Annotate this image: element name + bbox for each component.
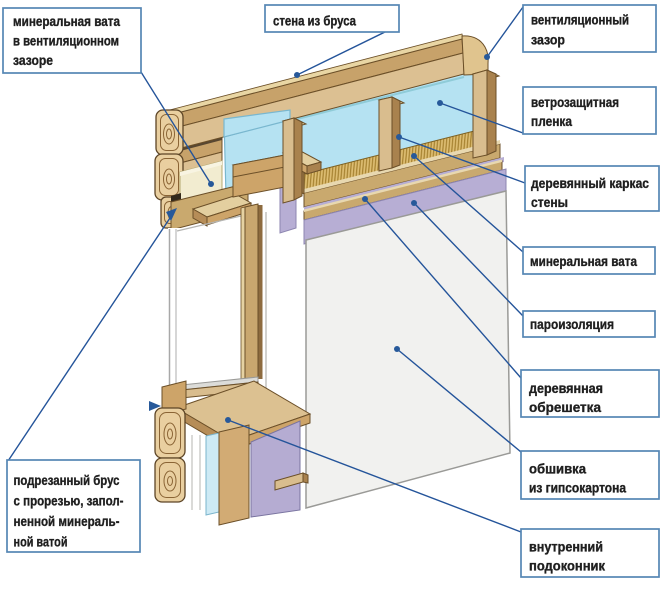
svg-text:подоконник: подоконник [529, 559, 605, 574]
svg-text:пароизоляция: пароизоляция [530, 317, 614, 332]
svg-text:внутренний: внутренний [529, 540, 603, 555]
svg-text:стена из бруса: стена из бруса [273, 14, 356, 29]
svg-text:деревянный каркас: деревянный каркас [531, 176, 649, 191]
svg-text:ветрозащитная: ветрозащитная [531, 95, 619, 110]
svg-text:ненной минераль-: ненной минераль- [14, 514, 120, 529]
svg-text:пленка: пленка [531, 114, 572, 129]
svg-text:деревянная: деревянная [529, 381, 603, 396]
svg-text:зазоре: зазоре [13, 53, 53, 68]
svg-text:вентиляционный: вентиляционный [531, 13, 629, 28]
svg-text:подрезанный брус: подрезанный брус [14, 473, 120, 488]
svg-text:обшивка: обшивка [529, 462, 586, 477]
svg-text:из гипсокартона: из гипсокартона [529, 481, 626, 496]
svg-text:с прорезью, запол-: с прорезью, запол- [14, 494, 124, 509]
svg-text:ной ватой: ной ватой [14, 535, 68, 550]
svg-text:минеральная вата: минеральная вата [13, 14, 120, 29]
svg-text:минеральная вата: минеральная вата [530, 254, 637, 269]
svg-text:обрешетка: обрешетка [529, 400, 601, 415]
svg-text:стены: стены [531, 195, 568, 210]
svg-text:зазор: зазор [531, 33, 565, 48]
svg-text:в вентиляционном: в вентиляционном [13, 34, 119, 49]
